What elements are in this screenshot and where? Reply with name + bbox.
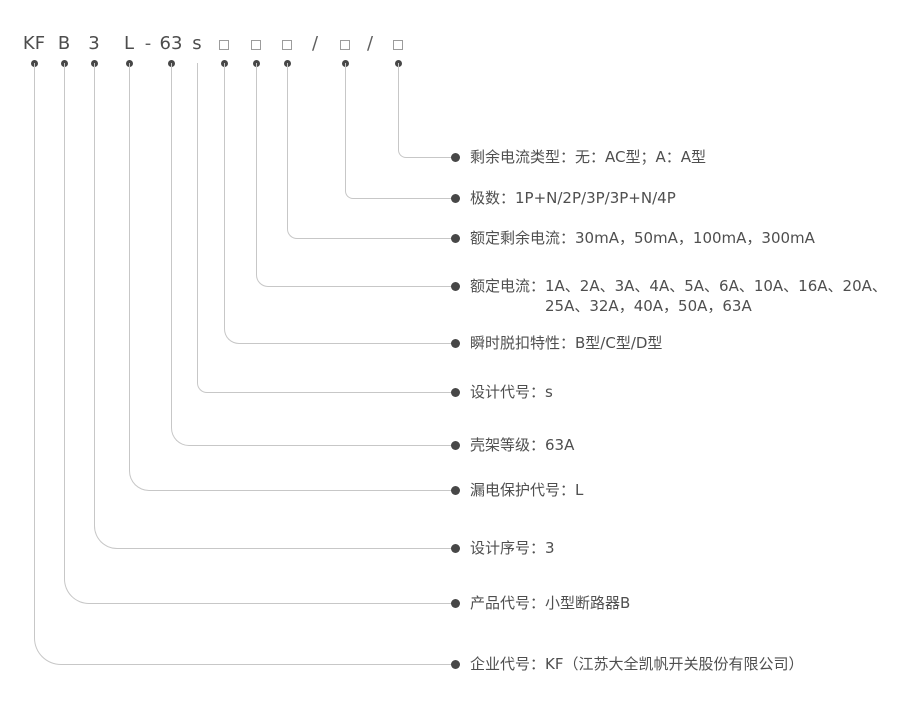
legend-label-text: 额定电流：1A、2A、3A、4A、5A、6A、10A、16A、20A、 <box>470 277 887 295</box>
model-symbol-63: 63 <box>159 33 183 54</box>
model-symbol-box <box>340 40 350 50</box>
model-symbol-separator: / <box>366 33 374 54</box>
connector-line-company-code <box>34 63 452 665</box>
legend-label-poles: 极数：1P+N/2P/3P/3P+N/4P <box>470 188 676 208</box>
legend-label-leakage-protection-code: 漏电保护代号：L <box>470 480 583 500</box>
legend-label-text: 壳架等级：63A <box>470 436 575 454</box>
legend-label-text-line2: 25A、32A，40A，50A，63A <box>545 297 752 315</box>
legend-label-text: 额定剩余电流：30mA，50mA，100mA，300mA <box>470 229 815 247</box>
legend-label-text: 设计序号：3 <box>470 539 555 557</box>
connector-line-leakage-protection-code <box>129 63 452 491</box>
connector-line-poles <box>345 63 452 199</box>
legend-bullet <box>451 598 460 608</box>
legend-label-frame-rating: 壳架等级：63A <box>470 435 574 455</box>
legend-bullet <box>451 659 460 669</box>
connector-line-product-code <box>64 63 452 604</box>
model-symbol-kf: KF <box>22 33 46 54</box>
connector-line-residual-current-type <box>398 63 452 158</box>
legend-label-product-code: 产品代号：小型断路器B <box>470 593 630 613</box>
model-symbol-box <box>393 40 403 50</box>
model-symbol-3: 3 <box>88 33 100 54</box>
legend-bullet <box>451 387 460 397</box>
legend-bullet <box>451 543 460 553</box>
legend-label-design-code: 设计代号：s <box>470 382 553 402</box>
legend-bullet <box>451 233 460 243</box>
model-symbol-box <box>282 40 292 50</box>
legend-label-text: 设计代号：s <box>470 383 553 401</box>
legend-label-rated-residual-current: 额定剩余电流：30mA，50mA，100mA，300mA <box>470 228 815 248</box>
legend-bullet <box>451 440 460 450</box>
connector-line-instantaneous-trip-type <box>224 63 452 344</box>
model-symbol-l: L <box>123 33 135 54</box>
legend-label-text: 漏电保护代号：L <box>470 481 584 499</box>
legend-bullet <box>451 152 460 162</box>
legend-label-instantaneous-trip-type: 瞬时脱扣特性：B型/C型/D型 <box>470 333 662 353</box>
legend-label-text: 企业代号：KF（江苏大全凯帆开关股份有限公司） <box>470 655 804 673</box>
legend-label-rated-current: 额定电流：1A、2A、3A、4A、5A、6A、10A、16A、20A、 25A、3… <box>470 276 887 316</box>
connector-line-design-serial-number <box>94 63 452 549</box>
legend-label-residual-current-type: 剩余电流类型：无：AC型；A：A型 <box>470 147 706 167</box>
legend-bullet <box>451 338 460 348</box>
connector-line-frame-rating <box>171 63 452 446</box>
legend-label-text: 瞬时脱扣特性：B型/C型/D型 <box>470 334 663 352</box>
legend-label-text: 剩余电流类型：无：AC型；A：A型 <box>470 148 706 166</box>
model-symbol-s: s <box>192 33 202 54</box>
legend-bullet <box>451 193 460 203</box>
legend-bullet <box>451 485 460 495</box>
model-symbol-separator: - <box>144 33 152 54</box>
model-symbol-box <box>219 40 229 50</box>
legend-bullet <box>451 281 460 291</box>
legend-label-design-serial-number: 设计序号：3 <box>470 538 555 558</box>
connector-line-rated-residual-current <box>287 63 452 239</box>
connector-line-design-code <box>197 63 452 393</box>
legend-label-text: 产品代号：小型断路器B <box>470 594 631 612</box>
model-symbol-separator: / <box>311 33 319 54</box>
model-symbol-b: B <box>57 33 71 54</box>
legend-label-company-code: 企业代号：KF（江苏大全凯帆开关股份有限公司） <box>470 654 803 674</box>
connector-line-rated-current <box>256 63 452 287</box>
model-symbol-box <box>251 40 261 50</box>
legend-label-text: 极数：1P+N/2P/3P/3P+N/4P <box>470 189 676 207</box>
